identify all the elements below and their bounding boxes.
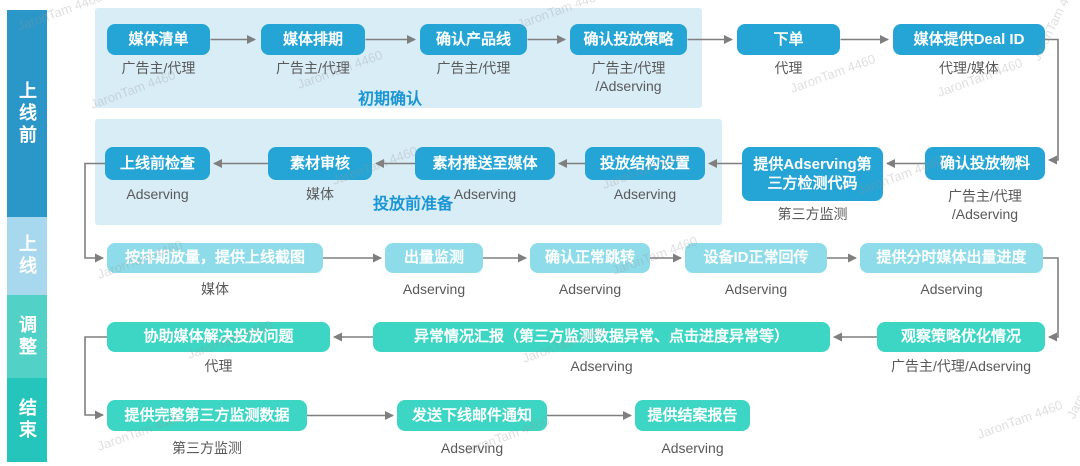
node-adserving-code-role: 第三方监测 — [777, 206, 848, 222]
node-media-schedule-role: 广告主/代理 — [276, 60, 350, 76]
node-creative-push-role: Adserving — [453, 186, 517, 202]
node-media-schedule: 媒体排期 — [261, 24, 365, 55]
watermark: JaronTam 4460 — [1063, 334, 1080, 422]
node-place-order-role: 代理 — [774, 60, 803, 76]
node-confirm-materials: 确认投放物料 — [925, 147, 1045, 180]
node-anomaly-report: 异常情况汇报（第三方监测数据异常、点击进度异常等） — [373, 322, 830, 352]
node-offline-email-role: Adserving — [440, 440, 504, 456]
node-prelaunch-check: 上线前检查 — [105, 147, 210, 180]
node-ramp-screenshot-role: 媒体 — [201, 281, 229, 297]
node-prelaunch-check-role: Adserving — [126, 186, 189, 202]
node-observe-strategy: 观察策略优化情况 — [877, 322, 1045, 352]
stage-end-label: 结束 — [17, 398, 37, 442]
node-third-party-data-role: 第三方监测 — [172, 440, 242, 456]
node-confirm-redirect: 确认正常跳转 — [530, 243, 650, 273]
stage-adjust: 调整 — [7, 295, 47, 378]
node-media-list: 媒体清单 — [107, 24, 210, 55]
node-confirm-strategy-role: 广告主/代理 /Adserving — [591, 60, 666, 94]
node-confirm-product-line-role: 广告主/代理 — [436, 60, 511, 76]
node-confirm-strategy: 确认投放策略 — [570, 24, 687, 55]
node-creative-review: 素材审核 — [268, 147, 372, 180]
node-assist-media-role: 代理 — [204, 358, 233, 374]
stage-adjust-label: 调整 — [17, 314, 37, 359]
node-deal-id-role: 代理/媒体 — [939, 60, 999, 76]
node-place-order: 下单 — [737, 24, 840, 55]
node-anomaly-report-role: Adserving — [570, 358, 633, 374]
node-assist-media: 协助媒体解决投放问题 — [107, 322, 330, 352]
section-label-initial: 初期确认 — [358, 91, 423, 108]
node-creative-review-role: 媒体 — [306, 186, 334, 202]
node-media-list-role: 广告主/代理 — [121, 60, 196, 76]
node-volume-monitor-role: Adserving — [402, 281, 466, 297]
node-hourly-progress-role: Adserving — [920, 281, 983, 297]
stage-prelaunch-label: 上线前 — [17, 80, 37, 147]
section-label-prelaunch: 投放前准备 — [373, 196, 454, 213]
node-structure-setup-role: Adserving — [613, 186, 677, 202]
stage-end: 结束 — [7, 378, 47, 462]
stage-prelaunch: 上线前 — [7, 10, 47, 217]
watermark: JaronTam 4460 — [975, 397, 1065, 442]
node-offline-email: 发送下线邮件通知 — [397, 400, 547, 431]
node-creative-push: 素材推送至媒体 — [415, 147, 555, 180]
stage-launch-label: 上线 — [17, 234, 37, 278]
node-confirm-materials-role: 广告主/代理 /Adserving — [948, 188, 1022, 222]
node-ramp-screenshot: 按排期放量，提供上线截图 — [107, 243, 323, 273]
node-deal-id: 媒体提供Deal ID — [893, 24, 1045, 55]
node-volume-monitor: 出量监测 — [385, 243, 483, 273]
node-observe-strategy-role: 广告主/代理/Adserving — [890, 358, 1032, 374]
node-structure-setup: 投放结构设置 — [585, 147, 705, 180]
node-hourly-progress: 提供分时媒体出量进度 — [860, 243, 1043, 273]
node-confirm-redirect-role: Adserving — [558, 281, 622, 297]
stage-launch: 上线 — [7, 217, 47, 295]
node-device-id-role: Adserving — [724, 281, 788, 297]
node-final-report-role: Adserving — [661, 440, 724, 456]
node-final-report: 提供结案报告 — [635, 400, 750, 431]
node-adserving-code: 提供Adserving第三方检测代码 — [742, 147, 883, 201]
node-confirm-product-line: 确认产品线 — [420, 24, 527, 55]
node-device-id: 设备ID正常回传 — [685, 243, 827, 273]
node-third-party-data: 提供完整第三方监测数据 — [107, 400, 307, 431]
